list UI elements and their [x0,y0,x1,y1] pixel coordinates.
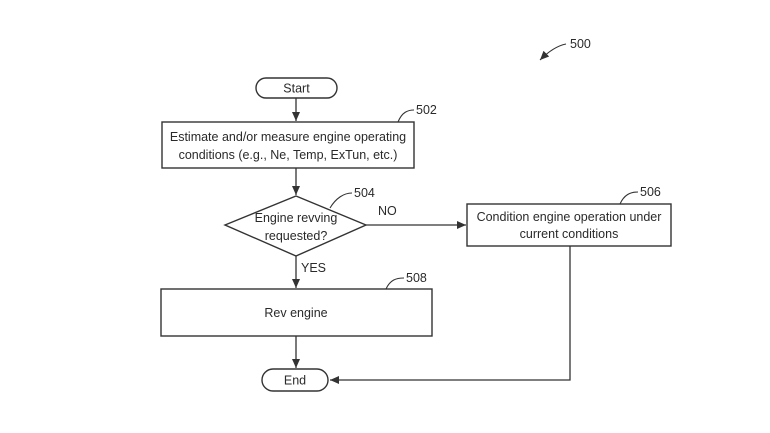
decision-504-ref: 504 [354,186,375,200]
figure-reference-label: 500 [570,37,591,51]
process-506-leader [619,191,639,205]
figure-reference-arrow [539,43,567,61]
edge-504-yes-label: YES [301,261,326,275]
decision-504-shape [223,195,368,257]
start-label: Start [283,82,310,96]
process-506-line-2: current conditions [520,227,619,241]
process-502-leader [397,109,415,123]
process-506-line-1: Condition engine operation under [477,210,662,224]
process-502-shape [161,121,415,169]
process-502-line-1: Estimate and/or measure engine operating [170,130,406,144]
process-508-ref: 508 [406,271,427,285]
end-shape [261,368,329,392]
process-506-ref: 506 [640,185,661,199]
start-terminal: Start [255,77,338,99]
process-508-leader [385,277,405,290]
end-label: End [284,374,306,388]
process-506-shape [466,203,672,247]
edge-504-no-label: NO [378,204,397,218]
process-508: Rev engine 508 [160,271,433,337]
process-502: Estimate and/or measure engine operating… [161,103,437,169]
decision-504-leader [329,192,353,209]
process-502-ref: 502 [416,103,437,117]
decision-504: Engine revving requested? 504 [223,186,375,257]
end-terminal: End [261,368,329,392]
process-508-line-1: Rev engine [264,306,327,320]
process-502-line-2: conditions (e.g., Ne, Temp, ExTun, etc.) [179,148,398,162]
decision-504-line-1: Engine revving [255,211,338,225]
decision-504-line-2: requested? [265,229,328,243]
process-508-shape [160,288,433,337]
figure-reference: 500 [539,37,591,61]
edge-506-to-end [330,246,571,384]
process-506: Condition engine operation under current… [466,185,672,247]
